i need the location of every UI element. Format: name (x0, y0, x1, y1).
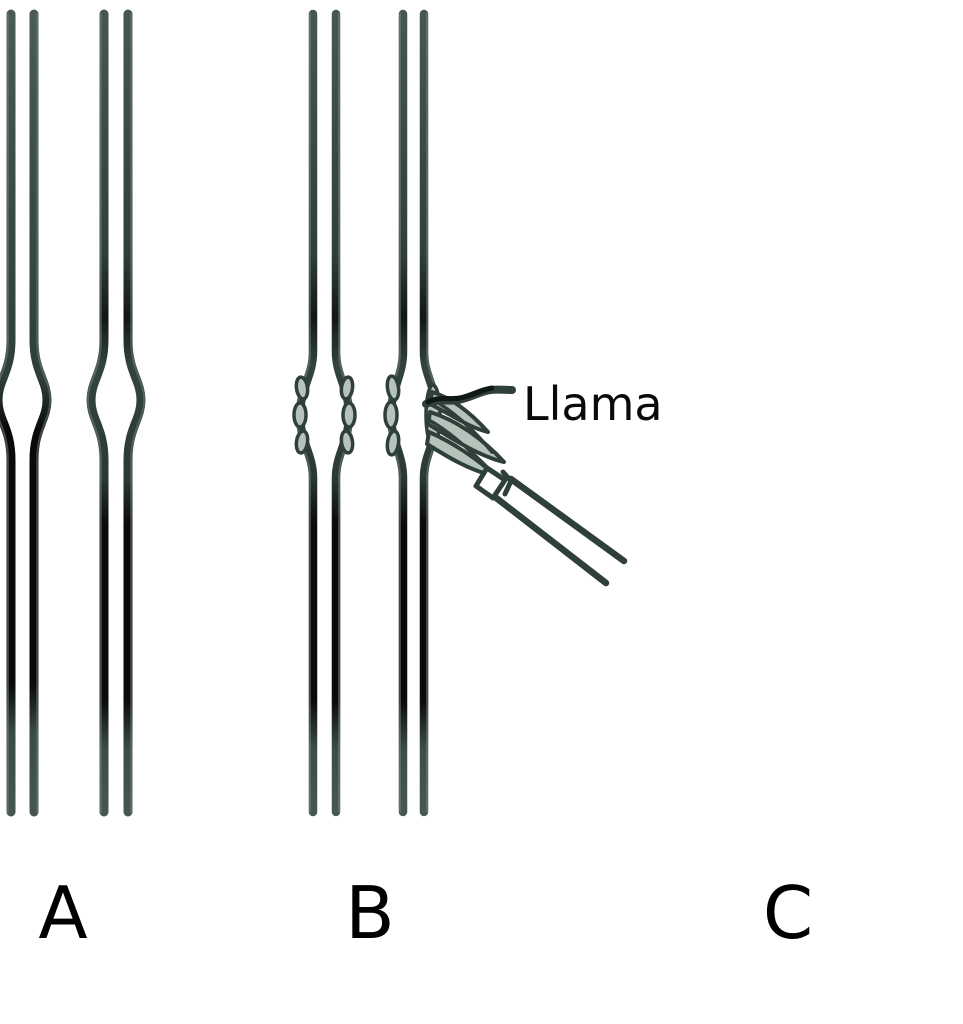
bead (294, 375, 310, 401)
filament-a2-right-highlight (130, 12, 146, 814)
filament-pair-a2 (86, 9, 146, 817)
filament-a2-left (86, 9, 109, 817)
bead-cluster-b2-left (383, 374, 401, 457)
filament-pair-c2 (814, 12, 840, 812)
bead (385, 429, 401, 457)
panel-b: Llama B (292, 9, 663, 955)
bead (341, 401, 357, 429)
filament-a1-left (0, 9, 16, 817)
leader-path-dark (425, 385, 495, 405)
callout-label-llama: Llama (523, 377, 663, 431)
filament-pair-b2 (383, 9, 628, 817)
panel-label-c: C (763, 871, 813, 955)
filament-a1-right-highlight (36, 12, 52, 814)
filament-a1-right (29, 9, 52, 817)
bead (385, 374, 401, 402)
bead (292, 401, 308, 429)
branch-stem-b2 (473, 465, 628, 587)
filament-pair-c1 (729, 10, 755, 812)
branch-rod-lower (491, 493, 610, 587)
filament-a2-right (123, 9, 146, 817)
branch-rod-upper (507, 475, 628, 565)
panel-a: A (0, 9, 146, 955)
callout-leader-line (422, 385, 516, 408)
bead (339, 375, 355, 401)
panel-label-a: A (38, 871, 87, 955)
bead (339, 429, 355, 455)
filament-pair-a1 (0, 9, 52, 817)
bead (383, 400, 399, 430)
branch-rib-b (427, 418, 490, 470)
branch-lobe-mid (426, 410, 506, 464)
filament-pair-b1 (292, 9, 357, 817)
panel-c: C (729, 10, 840, 955)
bead-cluster-b1-left (292, 375, 310, 455)
bead (294, 429, 310, 455)
bead-cluster-b1-right (339, 375, 357, 455)
filament-a2-left-highlight (86, 12, 102, 814)
panel-label-b: B (345, 871, 394, 955)
filament-a1-left-highlight (0, 12, 9, 814)
